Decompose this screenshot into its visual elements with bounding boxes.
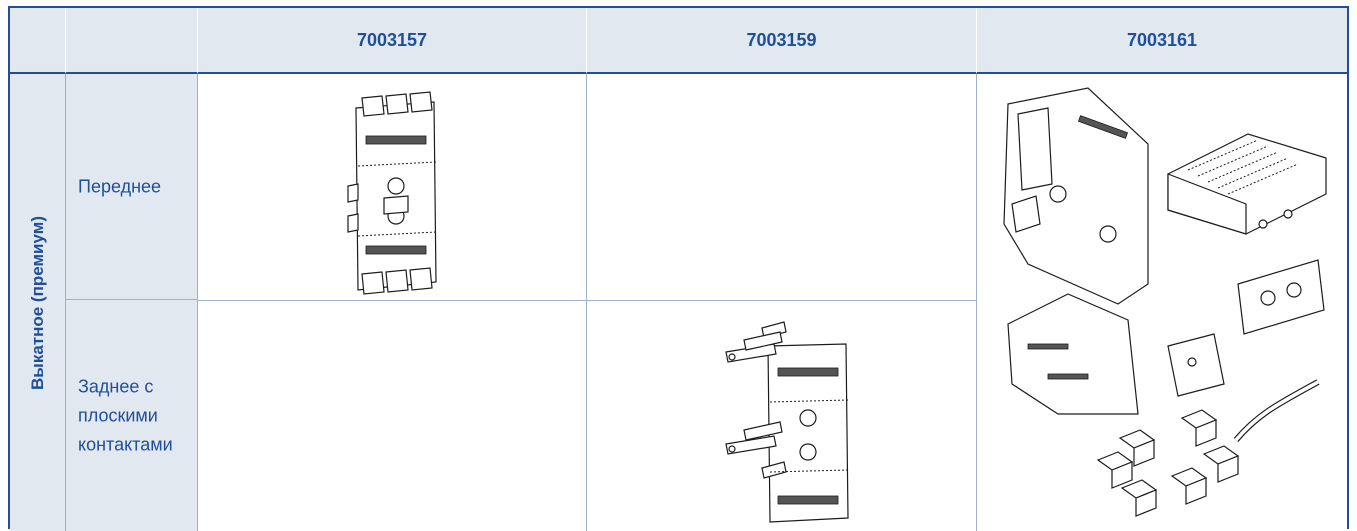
group-label: Выкатное (премиум) [27, 215, 47, 390]
front-frame-drawing [347, 91, 437, 295]
group-label-cell: Выкатное (премиум) [10, 74, 66, 531]
kit-drawing [1003, 87, 1327, 517]
rear-flat-contacts-drawing [725, 321, 849, 523]
cell-7003159-front [587, 74, 977, 300]
header-col-7003161: 7003161 [977, 8, 1347, 74]
row-label-text: Переднее [78, 176, 162, 196]
header-blank [66, 8, 198, 74]
column-header-label: 7003159 [746, 29, 817, 50]
contact-blocks [1096, 409, 1240, 517]
cell-7003157-rear [198, 300, 587, 531]
header-col-7003157: 7003157 [198, 8, 587, 74]
column-header-label: 7003157 [356, 29, 428, 50]
header-col-7003159: 7003159 [587, 8, 977, 74]
column-header-label: 7003161 [1126, 29, 1198, 50]
row-label-rear: Заднее с плоскими контактами [66, 300, 198, 531]
header-corner [10, 8, 66, 74]
row-divider [198, 300, 977, 301]
row-label-text: Заднее с плоскими контактами [78, 376, 173, 454]
product-table: 7003157 7003159 7003161 Выкатное (премиу… [8, 6, 1349, 531]
row-label-front: Переднее [66, 74, 198, 300]
